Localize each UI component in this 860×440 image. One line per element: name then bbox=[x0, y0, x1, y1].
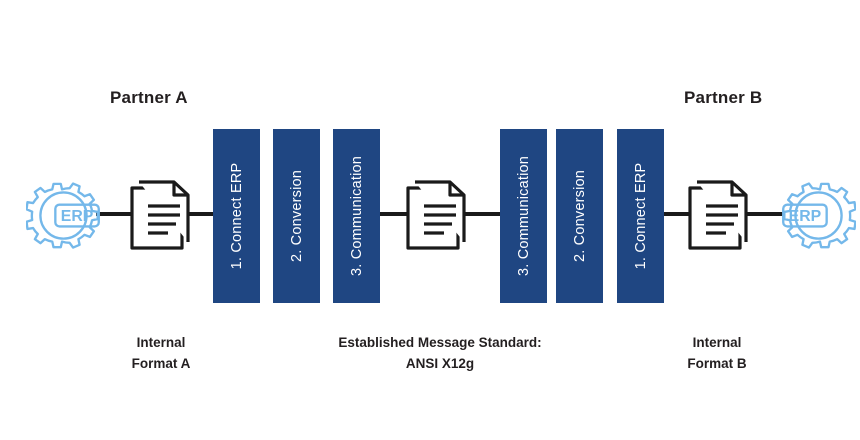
document-icon bbox=[404, 180, 470, 254]
connector-line-doc-a-to-bar-1 bbox=[182, 212, 220, 216]
erp-icon-text: ERP bbox=[61, 208, 94, 225]
partner-b-title: Partner B bbox=[684, 88, 763, 107]
caption-line: Format A bbox=[131, 356, 191, 371]
caption-line: Established Message Standard: bbox=[338, 335, 542, 350]
caption-internal-format-a: Internal Format A bbox=[101, 332, 221, 374]
erp-gear-icon: ERP bbox=[772, 178, 856, 254]
connector-line-bar-3-to-doc-center bbox=[367, 212, 415, 216]
process-bar-conversion-b[interactable]: 2. Conversion bbox=[556, 129, 603, 303]
process-bar-label: 2. Conversion bbox=[288, 169, 305, 263]
caption-line: Format B bbox=[687, 356, 747, 371]
caption-message-standard: Established Message Standard: ANSI X12g bbox=[300, 332, 580, 374]
caption-line: Internal bbox=[692, 335, 742, 350]
erp-icon-text: ERP bbox=[789, 208, 822, 225]
connector-line-erp-a-to-doc-a bbox=[96, 212, 140, 216]
caption-line: Internal bbox=[136, 335, 186, 350]
process-bar-label: 2. Conversion bbox=[571, 169, 588, 263]
document-icon bbox=[686, 180, 752, 254]
process-bar-connect-erp-a[interactable]: 1. Connect ERP bbox=[213, 129, 260, 303]
process-bar-label: 3. Communication bbox=[348, 155, 365, 277]
erp-gear-icon: ERP bbox=[26, 178, 110, 254]
connector-line-bar-6-to-doc-b bbox=[660, 212, 704, 216]
document-icon bbox=[128, 180, 194, 254]
connector-line-doc-b-to-erp-b bbox=[740, 212, 784, 216]
caption-internal-format-b: Internal Format B bbox=[657, 332, 777, 374]
process-bar-connect-erp-b[interactable]: 1. Connect ERP bbox=[617, 129, 664, 303]
process-bar-conversion-a[interactable]: 2. Conversion bbox=[273, 129, 320, 303]
process-bar-label: 3. Communication bbox=[515, 155, 532, 277]
process-bar-communication-b[interactable]: 3. Communication bbox=[500, 129, 547, 303]
partner-a-title: Partner A bbox=[110, 88, 188, 107]
caption-line: ANSI X12g bbox=[405, 356, 475, 371]
connector-line-doc-center-to-bar-4 bbox=[455, 212, 505, 216]
process-bar-label: 1. Connect ERP bbox=[632, 162, 649, 270]
process-bar-label: 1. Connect ERP bbox=[228, 162, 245, 270]
process-bar-communication-a[interactable]: 3. Communication bbox=[333, 129, 380, 303]
